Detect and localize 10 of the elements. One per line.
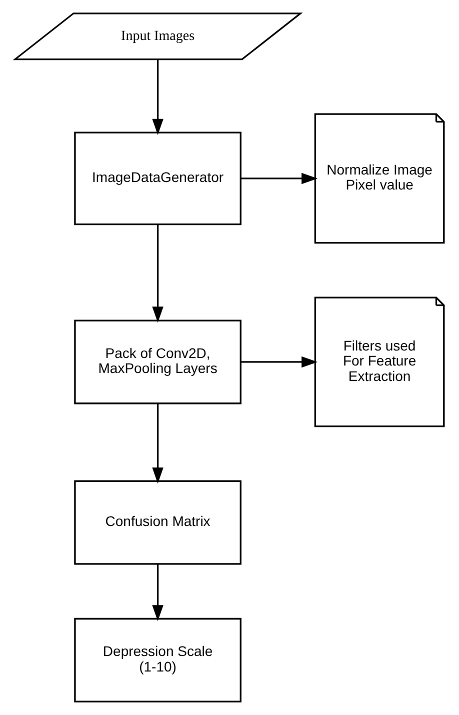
- arrow: [152, 404, 164, 484]
- node-box: ImageDataGenerator: [74, 132, 242, 226]
- arrow: [240, 172, 318, 184]
- node-box: Pack of Conv2D, MaxPooling Layers: [74, 320, 242, 404]
- arrow: [152, 59, 164, 135]
- node-box: Depression Scale (1-10): [74, 618, 242, 702]
- arrow: [152, 224, 164, 323]
- node-box: Confusion Matrix: [74, 480, 242, 565]
- arrow: [240, 356, 318, 368]
- arrow: [152, 564, 164, 622]
